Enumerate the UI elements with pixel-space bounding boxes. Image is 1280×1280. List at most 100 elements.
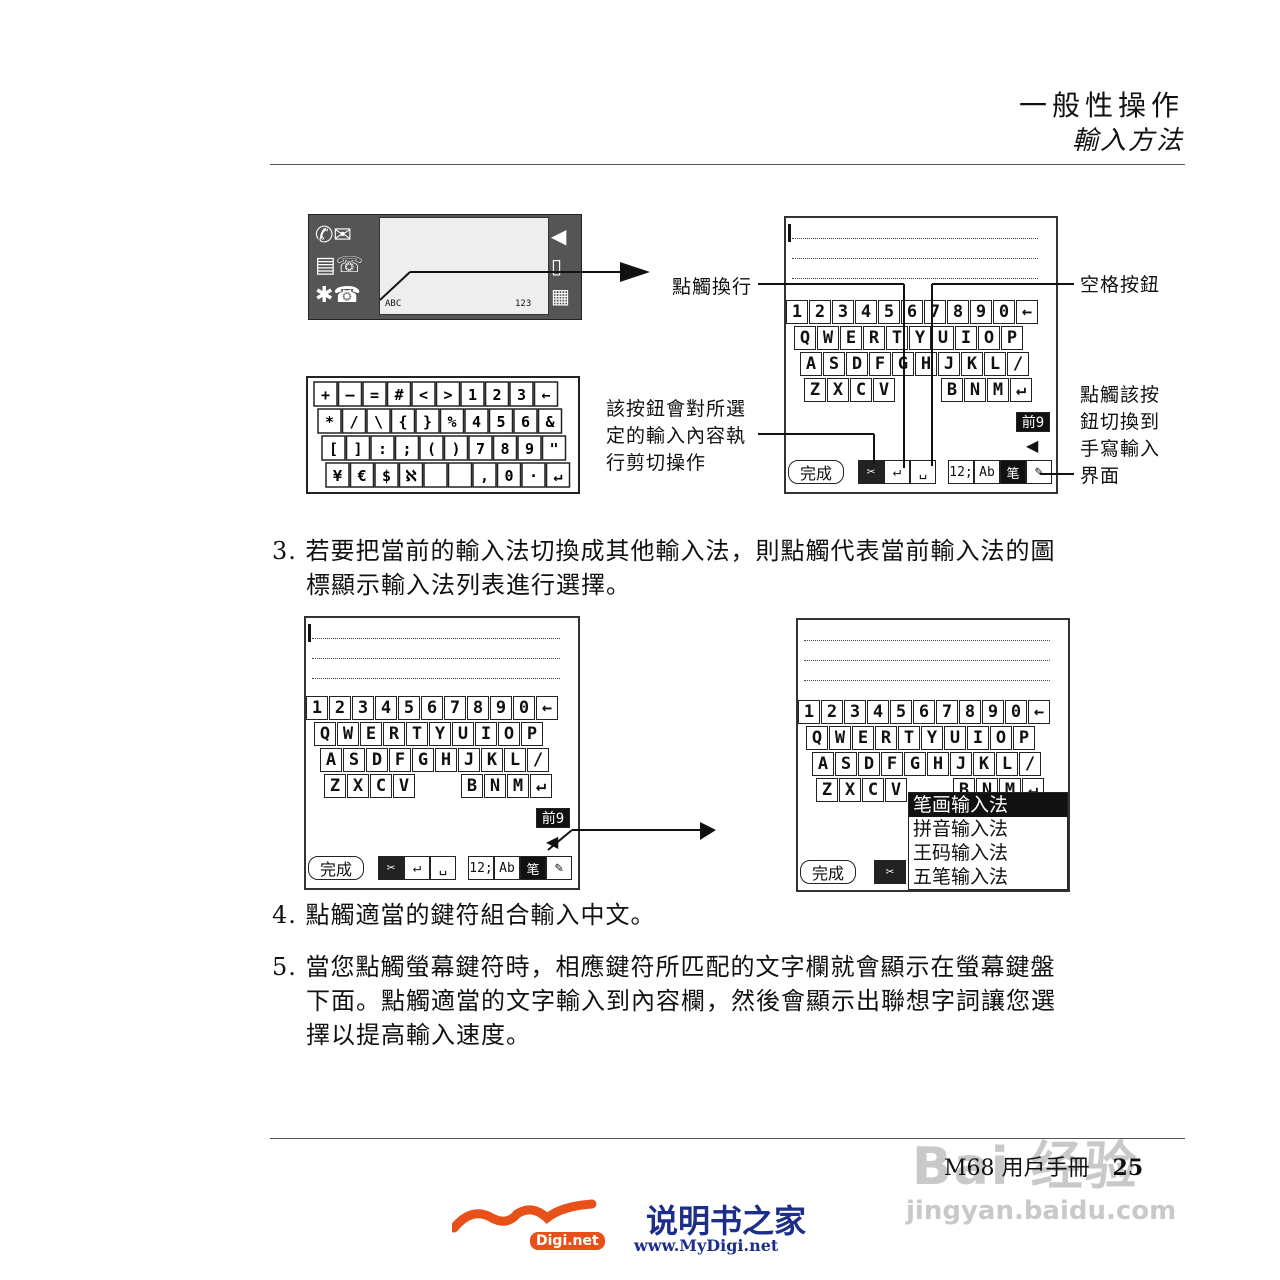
key-U[interactable]: U: [452, 722, 474, 746]
key-B[interactable]: B: [461, 774, 483, 798]
handwriting-pen-icon[interactable]: ✎: [1026, 460, 1052, 484]
speaker-icon[interactable]: ◀: [1026, 436, 1039, 455]
key-N[interactable]: N: [484, 774, 506, 798]
key-V[interactable]: V: [393, 774, 415, 798]
alpha-mode-button[interactable]: Ab: [974, 460, 1000, 484]
key-G[interactable]: G: [412, 748, 434, 772]
symbol-key[interactable]: [513, 408, 538, 434]
ime-menu-item[interactable]: 笔画输入法: [909, 793, 1067, 817]
key-9[interactable]: 9: [982, 700, 1004, 724]
symbol-key[interactable]: [545, 462, 571, 488]
key-R[interactable]: R: [383, 722, 405, 746]
key-2[interactable]: 2: [821, 700, 843, 724]
key-X[interactable]: X: [347, 774, 369, 798]
key-M[interactable]: M: [507, 774, 529, 798]
key-4[interactable]: 4: [867, 700, 889, 724]
key-Y[interactable]: Y: [909, 326, 931, 350]
symbol-key[interactable]: [317, 408, 342, 434]
key-P[interactable]: P: [1001, 326, 1023, 350]
done-button[interactable]: 完成: [308, 856, 364, 880]
key-A[interactable]: A: [320, 748, 342, 772]
symbol-key[interactable]: [370, 435, 395, 461]
key-P[interactable]: P: [1013, 726, 1035, 750]
key-3[interactable]: 3: [832, 300, 854, 324]
key-↵[interactable]: ↵: [1010, 378, 1032, 402]
key-L[interactable]: L: [996, 752, 1018, 776]
key-3[interactable]: 3: [844, 700, 866, 724]
key-O[interactable]: O: [498, 722, 520, 746]
key-X[interactable]: X: [839, 778, 861, 802]
key-Q[interactable]: Q: [806, 726, 828, 750]
done-button[interactable]: 完成: [788, 460, 844, 484]
key-Z[interactable]: Z: [816, 778, 838, 802]
key-W[interactable]: W: [829, 726, 851, 750]
key-I[interactable]: I: [967, 726, 989, 750]
symbol-key[interactable]: [366, 408, 391, 434]
symbol-key[interactable]: [468, 435, 493, 461]
symbol-key[interactable]: [337, 381, 363, 407]
symbol-key[interactable]: [517, 435, 542, 461]
chinese-mode-button[interactable]: 笔: [520, 856, 546, 880]
key-V[interactable]: V: [873, 378, 895, 402]
key-D[interactable]: D: [366, 748, 388, 772]
space-button[interactable]: ␣: [430, 856, 456, 880]
symbol-key[interactable]: [492, 435, 518, 461]
key-F[interactable]: F: [881, 752, 903, 776]
key-T[interactable]: T: [886, 326, 908, 350]
key-D[interactable]: D: [846, 352, 868, 376]
key-C[interactable]: C: [850, 378, 872, 402]
key-8[interactable]: 8: [947, 300, 969, 324]
key-N[interactable]: N: [964, 378, 986, 402]
key-Y[interactable]: Y: [429, 722, 451, 746]
symbol-key[interactable]: [533, 381, 559, 407]
symbol-key[interactable]: [419, 435, 444, 461]
key-4[interactable]: 4: [375, 696, 397, 720]
key-/[interactable]: /: [527, 748, 549, 772]
key-W[interactable]: W: [337, 722, 359, 746]
key-H[interactable]: H: [435, 748, 457, 772]
key-U[interactable]: U: [944, 726, 966, 750]
key-6[interactable]: 6: [901, 300, 923, 324]
symbol-key[interactable]: [447, 462, 473, 488]
symbol-key[interactable]: [362, 381, 387, 407]
key-S[interactable]: S: [823, 352, 845, 376]
symbol-key[interactable]: [386, 381, 412, 407]
key-2[interactable]: 2: [809, 300, 831, 324]
key-Q[interactable]: Q: [314, 722, 336, 746]
key-6[interactable]: 6: [913, 700, 935, 724]
enter-button[interactable]: ↵: [404, 856, 430, 880]
symbol-key[interactable]: [537, 408, 563, 434]
key-W[interactable]: W: [817, 326, 839, 350]
key-D[interactable]: D: [858, 752, 880, 776]
front-page-button[interactable]: 前9: [1016, 412, 1050, 432]
ime-menu-item[interactable]: 王码输入法: [913, 842, 1009, 864]
key-7[interactable]: 7: [924, 300, 946, 324]
key-E[interactable]: E: [360, 722, 382, 746]
key-5[interactable]: 5: [890, 700, 912, 724]
symbol-key[interactable]: [349, 462, 375, 488]
key-K[interactable]: K: [973, 752, 995, 776]
cut-tool-button[interactable]: ✂: [858, 460, 884, 484]
key-T[interactable]: T: [406, 722, 428, 746]
key-←[interactable]: ←: [536, 696, 558, 720]
key-K[interactable]: K: [481, 748, 503, 772]
key-J[interactable]: J: [950, 752, 972, 776]
key-5[interactable]: 5: [398, 696, 420, 720]
key-H[interactable]: H: [927, 752, 949, 776]
key-E[interactable]: E: [852, 726, 874, 750]
key-E[interactable]: E: [840, 326, 862, 350]
key-S[interactable]: S: [835, 752, 857, 776]
symbol-key[interactable]: [509, 381, 534, 407]
key-A[interactable]: A: [812, 752, 834, 776]
symbol-key[interactable]: [488, 408, 514, 434]
symbol-key[interactable]: [390, 408, 416, 434]
symbol-key[interactable]: [496, 462, 522, 488]
key-O[interactable]: O: [990, 726, 1012, 750]
key-R[interactable]: R: [863, 326, 885, 350]
chinese-mode-button[interactable]: 笔: [1000, 460, 1026, 484]
key-1[interactable]: 1: [786, 300, 808, 324]
symbol-key[interactable]: [345, 435, 371, 461]
key-F[interactable]: F: [869, 352, 891, 376]
key-R[interactable]: R: [875, 726, 897, 750]
key-0[interactable]: 0: [993, 300, 1015, 324]
